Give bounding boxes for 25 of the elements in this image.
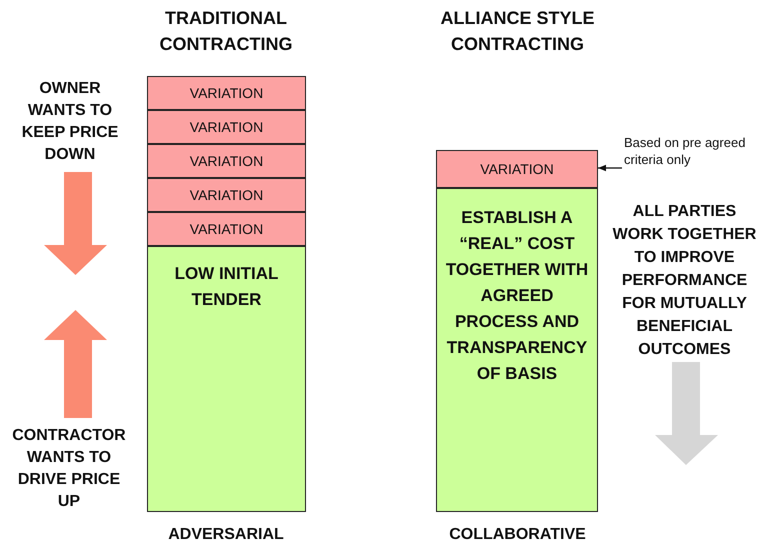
- column-heading: ALLIANCE STYLE CONTRACTING: [439, 7, 596, 56]
- variation-box: [147, 144, 306, 178]
- box-text: ESTABLISH A “REAL” COST TOGETHER WITH AGREED PROCESS AND TRANSPARENCY OF BASIS: [444, 207, 590, 385]
- cost-box: [436, 188, 598, 512]
- variation-box: [147, 110, 306, 144]
- box-text: VARIATION: [188, 119, 264, 135]
- box-text: VARIATION: [188, 85, 264, 101]
- variation-box: [147, 76, 306, 110]
- box-text: VARIATION: [188, 221, 264, 237]
- side-note: ALL PARTIES WORK TOGETHER TO IMPROVE PERFORMANCE FOR MUTUALLY BENEFICIAL OUTCOMES: [612, 202, 758, 360]
- box-text: LOW INITIAL TENDER: [174, 263, 280, 311]
- box-text: VARIATION: [188, 187, 264, 203]
- variation-box: [147, 178, 306, 212]
- side-note: OWNER WANTS TO KEEP PRICE DOWN: [20, 79, 120, 165]
- note-text: Based on pre agreed criteria only: [624, 134, 761, 174]
- footer-label: COLLABORATIVE: [448, 525, 587, 545]
- cost-box: [147, 246, 306, 512]
- variation-box: [436, 150, 598, 188]
- side-note: CONTRACTOR WANTS TO DRIVE PRICE UP: [11, 426, 127, 512]
- variation-box: [147, 212, 306, 246]
- arrow: [598, 164, 622, 172]
- box-text: VARIATION: [479, 161, 555, 177]
- footer-label: ADVERSARIAL: [167, 525, 285, 545]
- box-text: VARIATION: [188, 153, 264, 169]
- column-heading: TRADITIONAL CONTRACTING: [158, 7, 294, 56]
